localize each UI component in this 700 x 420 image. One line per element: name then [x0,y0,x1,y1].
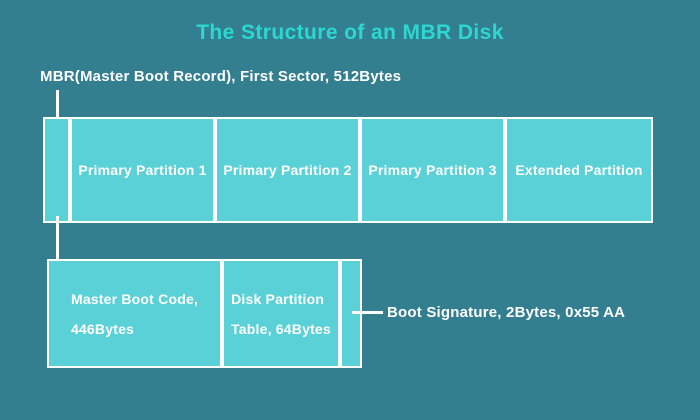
mbr-sector-box [43,117,70,223]
primary-partition-2-label: Primary Partition 2 [223,162,352,178]
page-title: The Structure of an MBR Disk [196,21,504,44]
primary-partition-2-box: Primary Partition 2 [215,117,360,223]
master-boot-code-line2: 446Bytes [70,320,135,337]
disk-partition-table-box: Disk Partition Table, 64Bytes [222,259,340,368]
master-boot-code-label: Master Boot Code, 446Bytes [71,284,198,344]
disk-partition-table-label: Disk Partition Table, 64Bytes [231,284,331,344]
connector-mbr-sector-to-detail [56,216,59,260]
boot-signature-label: Boot Signature, 2Bytes, 0x55 AA [387,304,626,321]
extended-partition-box: Extended Partition [505,117,653,223]
disk-partition-table-line1: Disk Partition [231,290,325,307]
primary-partition-1-label: Primary Partition 1 [78,162,207,178]
master-boot-code-line1: Master Boot Code, [70,290,199,307]
extended-partition-label: Extended Partition [515,162,643,178]
mbr-detail-row: Master Boot Code, 446Bytes Disk Partitio… [47,259,362,368]
master-boot-code-box: Master Boot Code, 446Bytes [47,259,222,368]
connector-boot-signature [352,311,383,314]
connector-label-to-mbr-sector [56,90,59,123]
primary-partition-1-box: Primary Partition 1 [70,117,215,223]
disk-structure-row: Primary Partition 1 Primary Partition 2 … [43,117,653,223]
primary-partition-3-box: Primary Partition 3 [360,117,505,223]
mbr-sector-label: MBR(Master Boot Record), First Sector, 5… [40,68,402,85]
primary-partition-3-label: Primary Partition 3 [368,162,497,178]
disk-partition-table-line2: Table, 64Bytes [231,320,331,337]
